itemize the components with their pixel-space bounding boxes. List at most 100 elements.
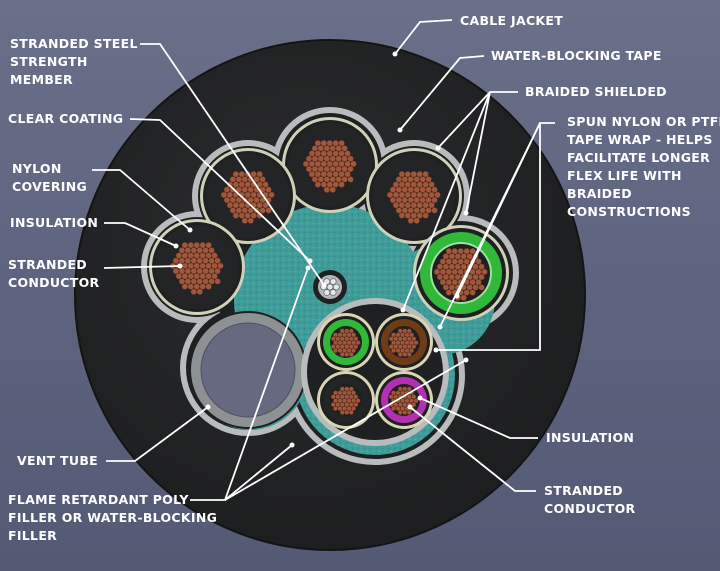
conductor-strand [187,242,194,249]
conductor-strand [355,340,361,346]
conductor-strand [355,398,361,404]
leader-insulation-left [104,222,177,247]
conductor-strand [404,202,411,209]
conductor-strand [329,186,336,193]
conductor-strand [347,176,354,183]
conductor-strand [391,340,396,346]
conductor-strand [436,273,444,281]
leader-clear-coating [129,118,311,262]
conductor-strand [411,394,417,400]
conductor-strand [425,176,432,183]
conductor-strand [342,390,347,396]
conductor-strand [448,284,455,291]
conductor-strand [413,340,419,346]
conductor-strand [190,257,197,264]
conductor-strand [302,160,310,167]
conductor-strand [439,258,447,265]
label-vent-tube: VENT TUBE [17,453,98,468]
conductor-strand [232,212,239,219]
conductor-strand [400,390,405,396]
conductor-strand [226,202,234,209]
conductor-strand [238,171,245,178]
conductor-strand [193,242,200,249]
conductor-strand [199,262,206,269]
conductor-strand [205,262,212,269]
conductor-strand [402,410,408,415]
steel-strand [329,289,337,296]
conductor-strand [466,253,473,260]
conductor-strand [348,344,354,350]
conductor-strand [410,181,417,188]
conductor-strand [402,402,408,408]
conductor-strand [353,336,359,342]
conductor-strand [342,406,347,411]
conductor-strand [326,181,333,188]
conductor-strand [346,390,352,396]
conductor-strand [478,263,485,270]
conductor-strand [184,247,191,254]
conductor-strand [329,155,336,162]
conductor-strand [317,145,324,152]
conductor-strand [406,386,412,392]
conductor-strand [351,332,356,338]
conductor-strand [202,278,209,285]
conductor-strand [175,252,183,259]
conductor-strand [469,248,476,255]
leader-stranded-conductor-right [409,406,536,492]
conductor-strand [395,207,402,214]
conductor-strand [244,191,251,198]
conductor-strand [235,176,242,183]
conductor-strand [353,344,359,350]
conductor-strand [346,406,352,411]
conductor-strand [335,165,342,173]
conductor-strand [402,352,408,357]
conductor-strand [398,202,405,209]
conductor-strand [433,268,441,275]
conductor-strand [338,160,345,167]
conductor-strand [442,253,449,260]
conductor-strand [184,278,191,285]
conductor-strand [454,263,461,270]
conductor-strand [445,248,452,255]
steel-strand [329,278,337,285]
conductor-strand [311,155,318,162]
stranded-conductor [169,242,224,295]
insulated-conductor [413,225,509,321]
conductor-strand [413,217,420,224]
conductor-strand [451,248,458,255]
conductor-strand [348,402,354,408]
conductor-strand [196,278,203,285]
conductor-strand [347,165,354,173]
steel-strands [320,278,340,296]
conductor-strand [311,176,318,183]
conductor-strand [475,268,482,275]
conductor-strand [397,386,403,392]
leader-stranded-conductor-left [103,265,181,269]
conductor-strand [416,202,423,209]
leader-cable-jacket [394,19,453,55]
conductor-strand [400,406,405,411]
conductor-strand [460,253,467,260]
conductor-strand [247,217,254,224]
conductor-strand [181,273,188,280]
conductor-strand [339,386,345,392]
conductor-strand [478,284,485,291]
conductor-strand [330,344,336,350]
braided-conductor-group [317,313,433,429]
conductor-strand [406,328,412,334]
conductor-strand [320,181,327,188]
conductor-strand [416,191,423,198]
conductor-strand [351,348,356,353]
conductor-strand [406,344,412,350]
conductor-strand [187,273,194,280]
conductor-strand [205,273,212,280]
conductor-strand [448,273,455,281]
conductor-strand [404,212,411,219]
conductor-strand [434,191,441,198]
conductor-strand [411,402,417,408]
conductor-strand [410,191,417,198]
conductor-strand [241,186,248,193]
conductor-strand [330,394,336,400]
conductor-strand [457,258,464,265]
conductor-strand [323,165,330,173]
